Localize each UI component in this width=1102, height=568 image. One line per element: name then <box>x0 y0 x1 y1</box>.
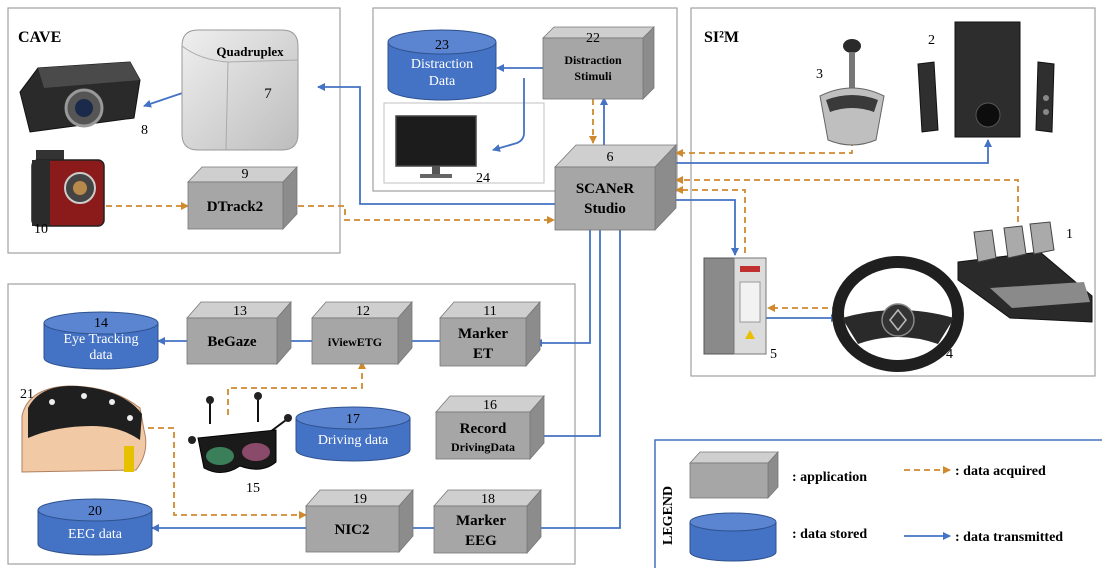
measure-region <box>7 283 576 565</box>
pedals-device: 1 <box>957 221 1093 323</box>
device-number: 10 <box>34 222 48 237</box>
app-number: 6 <box>607 150 614 165</box>
tracking-camera-device: 10 <box>31 150 105 237</box>
scaner-studio-app: 6 SCANeR Studio <box>554 144 677 231</box>
quadruplex-label: Quadruplex <box>216 44 284 59</box>
store-number: 14 <box>94 316 108 331</box>
cave-region <box>7 7 341 254</box>
projector-device: 8 <box>19 61 148 138</box>
sim-region <box>690 7 1096 377</box>
app-number: 18 <box>481 492 495 507</box>
legend-data-stored: : data stored <box>689 512 867 562</box>
device-number: 3 <box>816 67 823 82</box>
app-number: 13 <box>233 304 247 319</box>
drive-unit-device: 5 <box>703 257 777 362</box>
dtrack2-app: 9 DTrack2 <box>187 165 298 231</box>
eye-tracking-glasses-device: 15 <box>188 392 292 496</box>
app-label: Distraction <box>564 53 622 67</box>
store-label: data <box>89 348 113 363</box>
iviewetg-app: 12 iViewETG <box>311 300 413 366</box>
app-label: Record <box>460 421 507 437</box>
app-label: SCANeR <box>576 181 634 197</box>
app-number: 22 <box>586 31 600 46</box>
device-number: 1 <box>1066 227 1073 242</box>
marker-eeg-app: 18 Marker EEG <box>433 488 542 555</box>
app-label: ET <box>473 346 493 362</box>
cave-title: CAVE <box>18 29 61 46</box>
eeg-cap-device: 21 <box>20 385 147 473</box>
app-label: Marker <box>458 326 508 342</box>
store-label: EEG data <box>68 527 123 542</box>
legend-data-transmitted-label: : data transmitted <box>955 530 1063 545</box>
gearshift-device: 3 <box>816 39 885 146</box>
record-drivingdata-app: 16 Record DrivingData <box>435 394 545 461</box>
app-number: 7 <box>264 86 272 102</box>
app-label: DTrack2 <box>207 199 263 215</box>
legend-data-acquired: : data acquired <box>904 464 1046 479</box>
legend-application-label: : application <box>792 470 867 485</box>
monitor-device: 24 <box>395 115 490 186</box>
device-number: 4 <box>946 347 953 362</box>
monitor-subframe <box>383 102 545 184</box>
store-label: Driving data <box>318 433 389 448</box>
eye-tracking-store: 14 Eye Tracking data <box>43 311 159 370</box>
distraction-stimuli-app: 22 Distraction Stimuli <box>542 26 655 100</box>
driving-data-store: 17 Driving data <box>295 406 411 462</box>
legend-data-acquired-label: : data acquired <box>955 464 1046 479</box>
device-number: 5 <box>770 347 777 362</box>
device-number: 2 <box>928 33 935 48</box>
app-label: EEG <box>465 533 497 549</box>
legend-application: : application <box>689 450 867 500</box>
store-label: Distraction <box>411 57 473 72</box>
app-label: DrivingData <box>451 440 515 454</box>
app-number: 12 <box>356 304 370 319</box>
legend-title: LEGEND <box>661 486 676 545</box>
marker-et-app: 11 Marker ET <box>439 300 541 368</box>
sim-title: SI²M <box>704 29 739 46</box>
store-number: 23 <box>435 38 449 53</box>
begaze-app: 13 BeGaze <box>186 300 292 366</box>
app-label: Stimuli <box>574 69 612 83</box>
app-label: iViewETG <box>328 335 382 349</box>
app-number: 19 <box>353 492 367 507</box>
app-number: 16 <box>483 398 497 413</box>
store-number: 20 <box>88 504 102 519</box>
legend-data-stored-label: : data stored <box>792 527 867 542</box>
app-label: Marker <box>456 513 506 529</box>
device-number: 15 <box>246 481 260 496</box>
store-label: Eye Tracking <box>63 332 138 347</box>
device-number: 8 <box>141 123 148 138</box>
device-number: 21 <box>20 387 34 402</box>
app-label: BeGaze <box>207 334 256 350</box>
quadruplex-cube: Quadruplex 7 <box>181 29 299 151</box>
eeg-data-store: 20 EEG data <box>37 498 153 556</box>
app-number: 9 <box>242 167 249 182</box>
distraction-data-store: 23 Distraction Data <box>387 29 497 101</box>
steering-wheel-device: 4 <box>832 256 964 372</box>
app-number: 11 <box>483 304 496 319</box>
app-label: NIC2 <box>334 522 369 538</box>
legend-data-transmitted: : data transmitted <box>904 530 1063 545</box>
acquire-connectors <box>106 99 1019 519</box>
device-number: 24 <box>476 171 490 186</box>
nic2-app: 19 NIC2 <box>305 488 414 554</box>
store-number: 17 <box>346 412 360 427</box>
legend-frame <box>654 439 1102 568</box>
store-label: Data <box>429 74 456 89</box>
app-label: Studio <box>584 201 626 217</box>
speakers-device: 2 <box>917 21 1055 138</box>
transmit-connectors <box>143 64 992 532</box>
distraction-region <box>372 7 678 192</box>
